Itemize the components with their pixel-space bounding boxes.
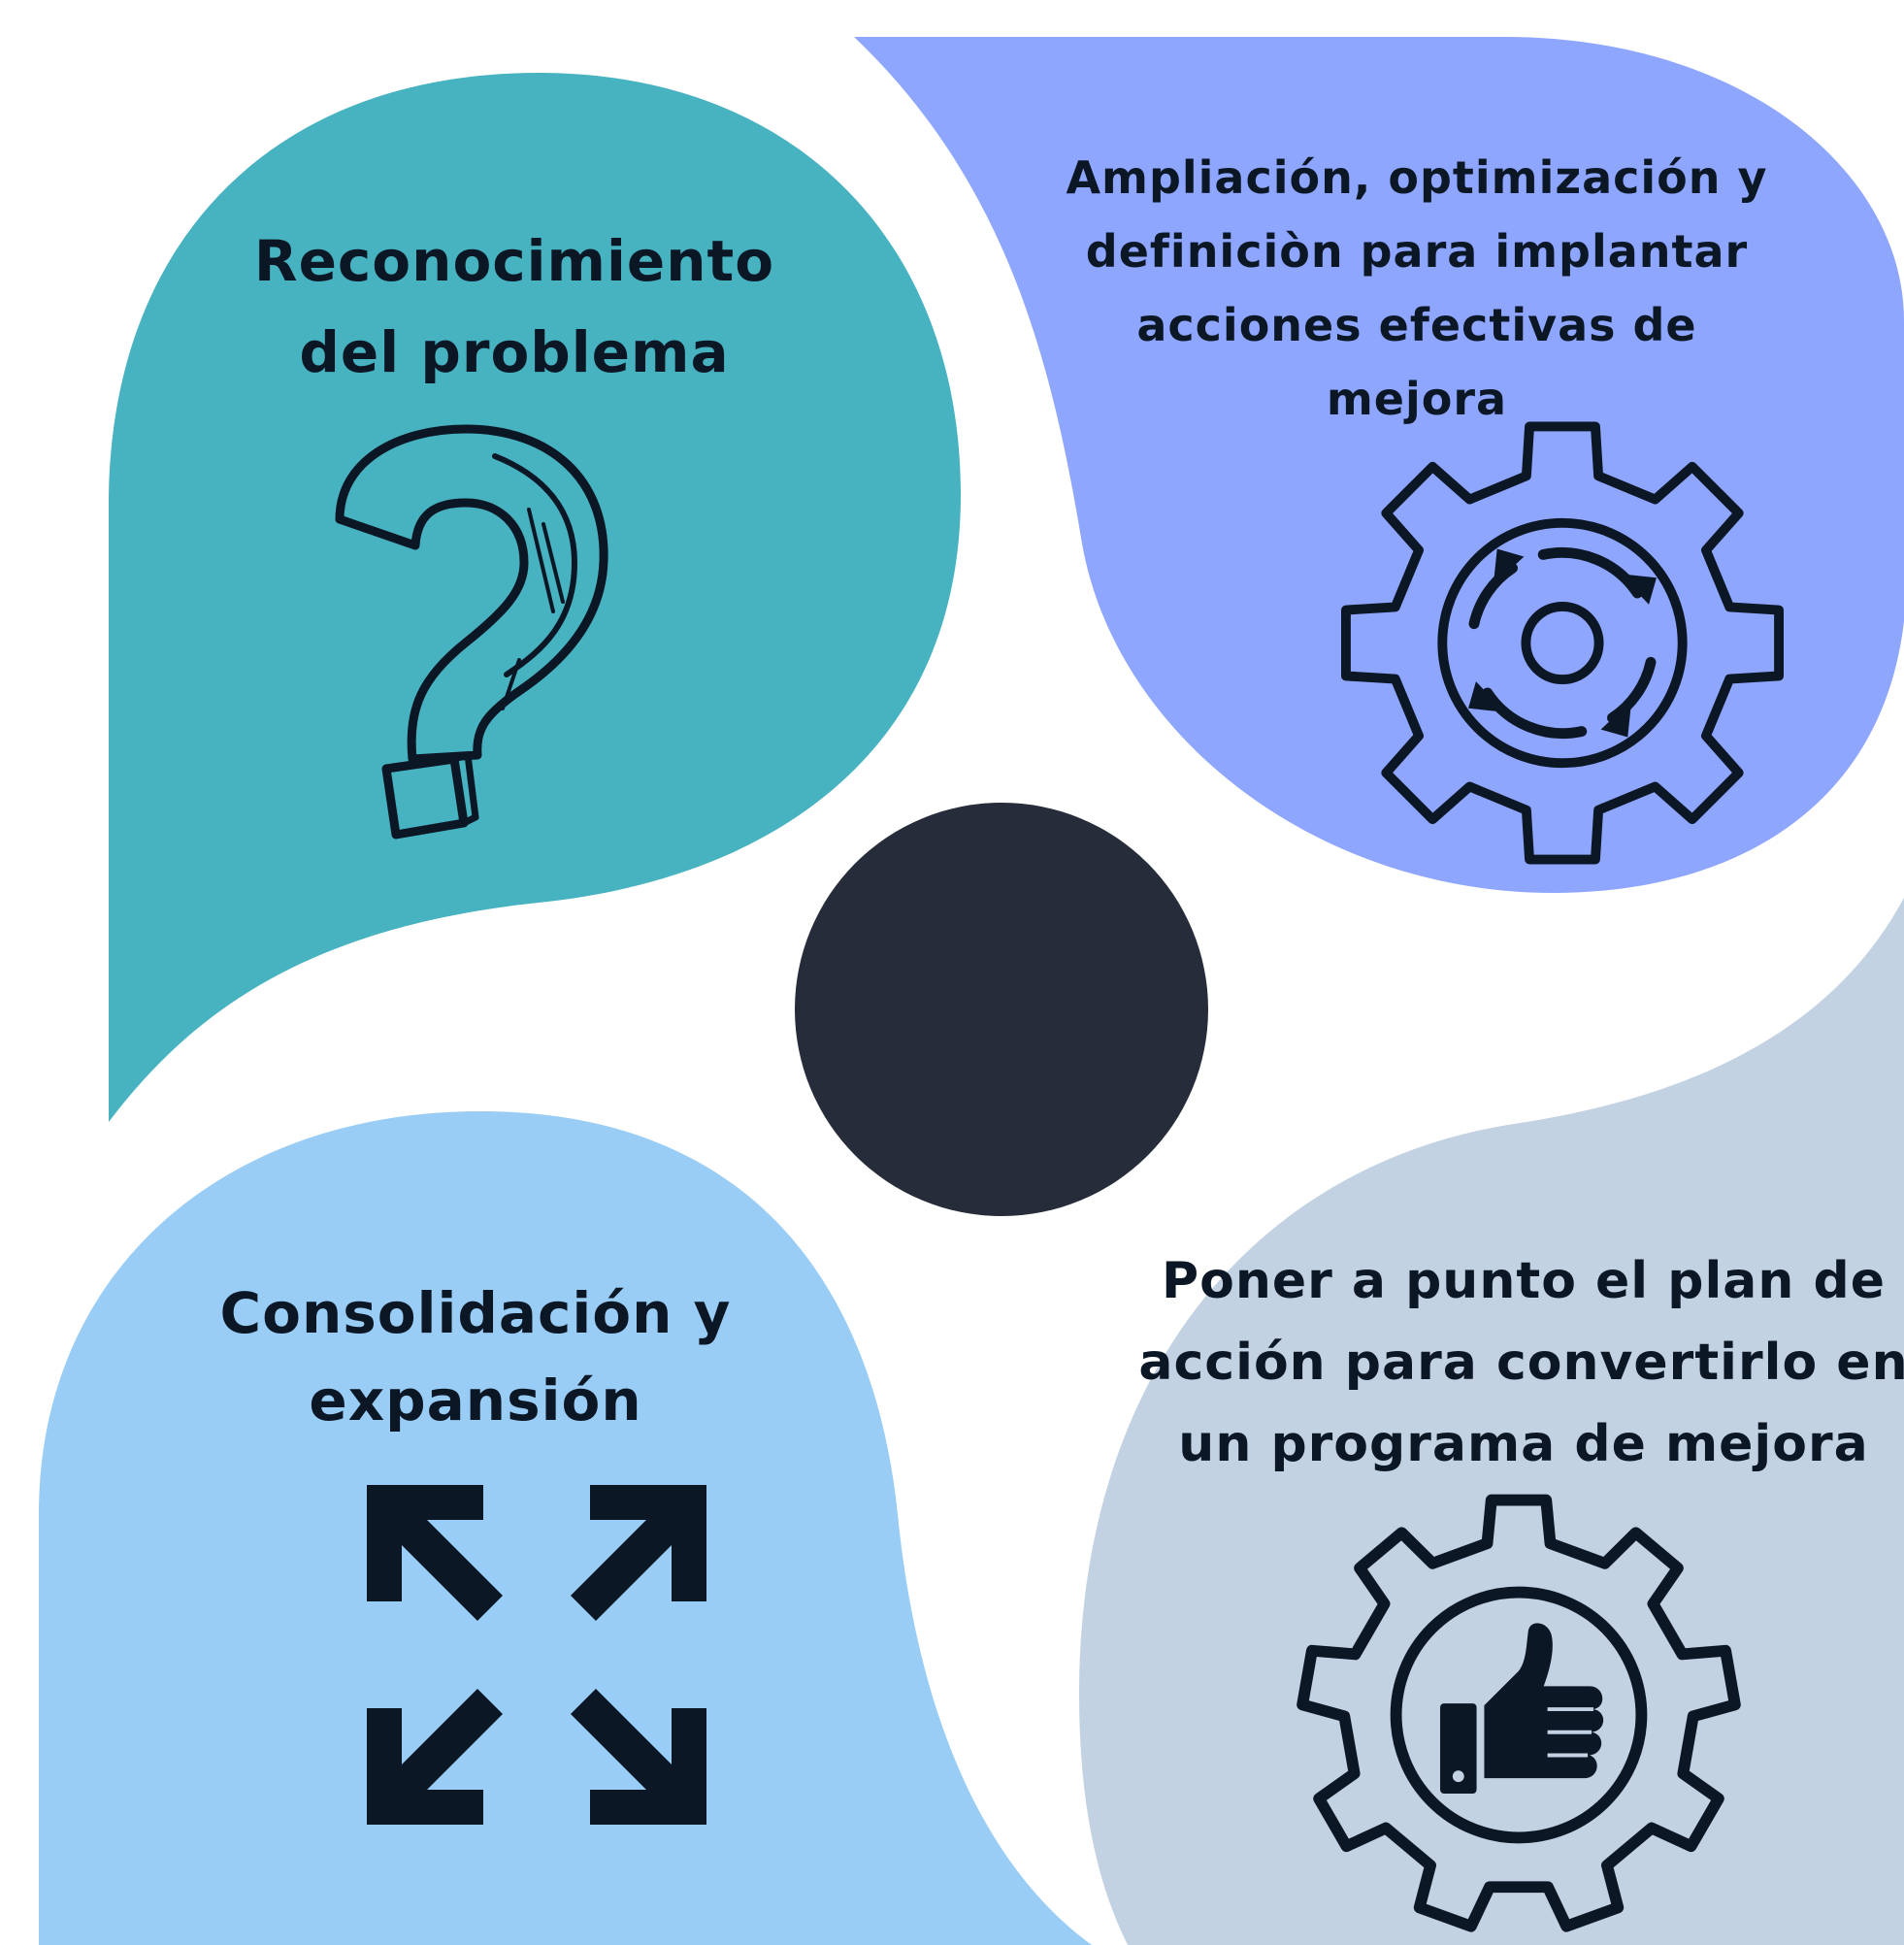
petal-top-left	[109, 73, 961, 1122]
label-line: un programa de mejora	[1178, 1415, 1869, 1473]
label-line: mejora	[1326, 373, 1508, 425]
petal-bottom-left	[39, 1111, 1092, 1945]
label-line: del problema	[299, 319, 730, 385]
label-line: expansión	[309, 1368, 642, 1434]
label-line: acciones efectivas de	[1136, 299, 1697, 351]
center-dot	[795, 803, 1208, 1216]
label-line: definiciòn para implantar	[1085, 225, 1749, 278]
label-line: Reconocimiento	[253, 228, 775, 294]
label-line: Consolidación y	[219, 1280, 732, 1346]
petal-bottom-right	[1079, 898, 1904, 1945]
label-top-left: Reconocimiento del problema	[155, 215, 873, 398]
question-mark-icon	[335, 424, 608, 840]
label-bottom-right: Poner a punto el plan de acción para con…	[1106, 1240, 1904, 1485]
label-top-right: Ampliación, optimización y definiciòn pa…	[1000, 141, 1834, 436]
label-bottom-left: Consolidación y expansión	[107, 1269, 844, 1444]
gear-thumbs-up-icon	[1297, 1494, 1741, 1932]
gear-cycle-icon	[1341, 421, 1784, 865]
expand-arrows-icon	[367, 1485, 706, 1825]
label-line: acción para convertirlo en	[1138, 1334, 1904, 1392]
label-line: Ampliación, optimización y	[1066, 151, 1768, 204]
label-line: Poner a punto el plan de	[1162, 1252, 1886, 1310]
